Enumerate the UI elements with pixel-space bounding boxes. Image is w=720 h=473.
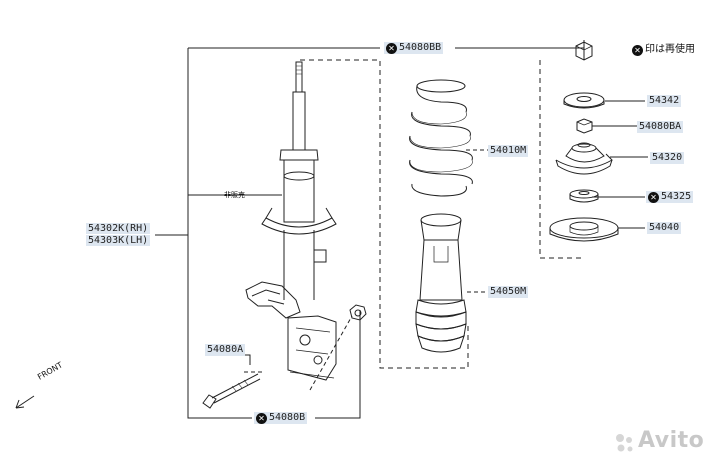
part-label-54080b[interactable]: ✕54080B <box>254 412 308 424</box>
part-label-54040[interactable]: 54040 <box>647 222 682 234</box>
avito-watermark: Avito <box>638 428 705 453</box>
bearing-54325 <box>569 189 599 203</box>
part-label-54010m[interactable]: 54010M <box>488 145 529 157</box>
part-label-54080a[interactable]: 54080A <box>205 344 246 356</box>
part-label-54302k[interactable]: 54302K(RH) <box>86 223 151 234</box>
no-reuse-mark-icon: ✕ <box>256 413 267 424</box>
no-reuse-mark-icon: ✕ <box>632 45 643 56</box>
reuse-legend: ✕印は再使用 <box>632 40 695 56</box>
mount-54320 <box>555 142 613 175</box>
no-reuse-mark-icon: ✕ <box>648 192 659 203</box>
part-label-54342[interactable]: 54342 <box>647 95 682 107</box>
legend-text: 印は再使用 <box>645 44 695 55</box>
coil-spring <box>409 79 473 197</box>
leader-lines <box>155 40 648 419</box>
strut-body <box>245 61 337 381</box>
seat-54040 <box>549 217 619 242</box>
washer-54342 <box>563 92 605 109</box>
part-label-54080bb[interactable]: ✕54080BB <box>384 42 444 54</box>
no-reuse-mark-icon: ✕ <box>386 43 397 54</box>
avito-logo-icon <box>616 434 633 452</box>
nut-54080ba <box>576 118 593 134</box>
top-nut <box>575 41 593 61</box>
part-label-54320[interactable]: 54320 <box>650 152 685 164</box>
part-label-54080ba[interactable]: 54080BA <box>637 121 684 133</box>
not-sold-note: 非販売 <box>224 191 245 199</box>
part-label-54325[interactable]: ✕54325 <box>646 191 694 203</box>
nut <box>349 304 367 321</box>
part-label-54303k[interactable]: 54303K(LH) <box>86 235 151 246</box>
bolt <box>202 373 261 409</box>
dust-boot <box>415 213 467 353</box>
front-arrow <box>15 395 35 409</box>
part-label-54050m[interactable]: 54050M <box>488 286 529 298</box>
